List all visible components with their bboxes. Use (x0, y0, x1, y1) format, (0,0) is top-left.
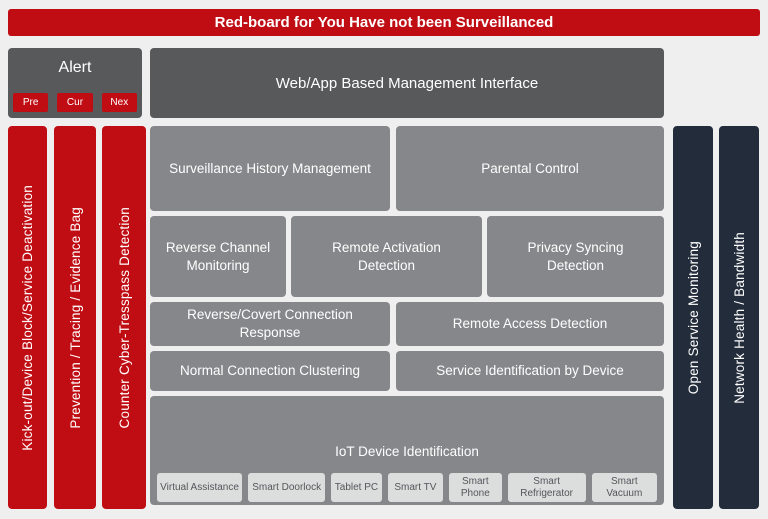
iot-device-list: Virtual Assistance Smart Doorlock Tablet… (157, 473, 657, 502)
bar-prevention-tracing-evidence-bag: Prevention / Tracing / Evidence Bag (54, 126, 96, 509)
device-smart-doorlock: Smart Doorlock (248, 473, 326, 502)
bar-label: Kick-out/Device Block/Service Deactivati… (20, 184, 35, 451)
device-smart-phone: Smart Phone (449, 473, 502, 502)
block-service-identification-by-device: Service Identification by Device (396, 351, 664, 391)
bar-label: Network Health / Bandwidth (731, 231, 747, 404)
block-remote-access-detection: Remote Access Detection (396, 302, 664, 346)
bar-counter-cyber-tresspass-detection: Counter Cyber-Tresspass Detection (102, 126, 146, 509)
block-row-4: Normal Connection Clustering Service Ide… (150, 351, 664, 391)
bar-label: Open Service Monitoring (685, 240, 701, 395)
block-row-1: Surveillance History Management Parental… (150, 126, 664, 211)
device-virtual-assistance: Virtual Assistance (157, 473, 243, 502)
alert-pre-button[interactable]: Pre (13, 93, 49, 112)
bar-kickout-device-block-service-deactivation: Kick-out/Device Block/Service Deactivati… (8, 126, 47, 509)
device-tablet-pc: Tablet PC (331, 473, 382, 502)
bar-open-service-monitoring: Open Service Monitoring (673, 126, 713, 509)
block-reverse-channel-monitoring: Reverse Channel Monitoring (150, 216, 286, 297)
device-smart-tv: Smart TV (387, 473, 444, 502)
block-surveillance-history-management: Surveillance History Management (150, 126, 390, 211)
iot-title: IoT Device Identification (335, 444, 479, 459)
alert-panel: Alert Pre Cur Nex (8, 48, 142, 118)
device-smart-refrigerator: Smart Refrigerator (507, 473, 586, 502)
block-row-2: Reverse Channel Monitoring Remote Activa… (150, 216, 664, 297)
block-parental-control: Parental Control (396, 126, 664, 211)
block-normal-connection-clustering: Normal Connection Clustering (150, 351, 390, 391)
block-reverse-covert-connection-response: Reverse/Covert Connection Response (150, 302, 390, 346)
bar-network-health-bandwidth: Network Health / Bandwidth (719, 126, 759, 509)
device-smart-vacuum: Smart Vacuum (591, 473, 657, 502)
alert-title: Alert (58, 59, 92, 76)
bar-label: Prevention / Tracing / Evidence Bag (67, 206, 83, 429)
alert-button-group: Pre Cur Nex (13, 93, 137, 112)
alert-cur-button[interactable]: Cur (57, 93, 93, 112)
block-remote-activation-detection: Remote Activation Detection (291, 216, 482, 297)
bar-label: Counter Cyber-Tresspass Detection (116, 206, 132, 429)
block-privacy-syncing-detection: Privacy Syncing Detection (487, 216, 664, 297)
block-web-app-management-interface: Web/App Based Management Interface (150, 48, 664, 118)
block-row-3: Reverse/Covert Connection Response Remot… (150, 302, 664, 346)
page-title: Red-board for You Have not been Surveill… (8, 9, 760, 36)
alert-nex-button[interactable]: Nex (101, 93, 137, 112)
block-iot-device-identification: IoT Device Identification Virtual Assist… (150, 396, 664, 505)
